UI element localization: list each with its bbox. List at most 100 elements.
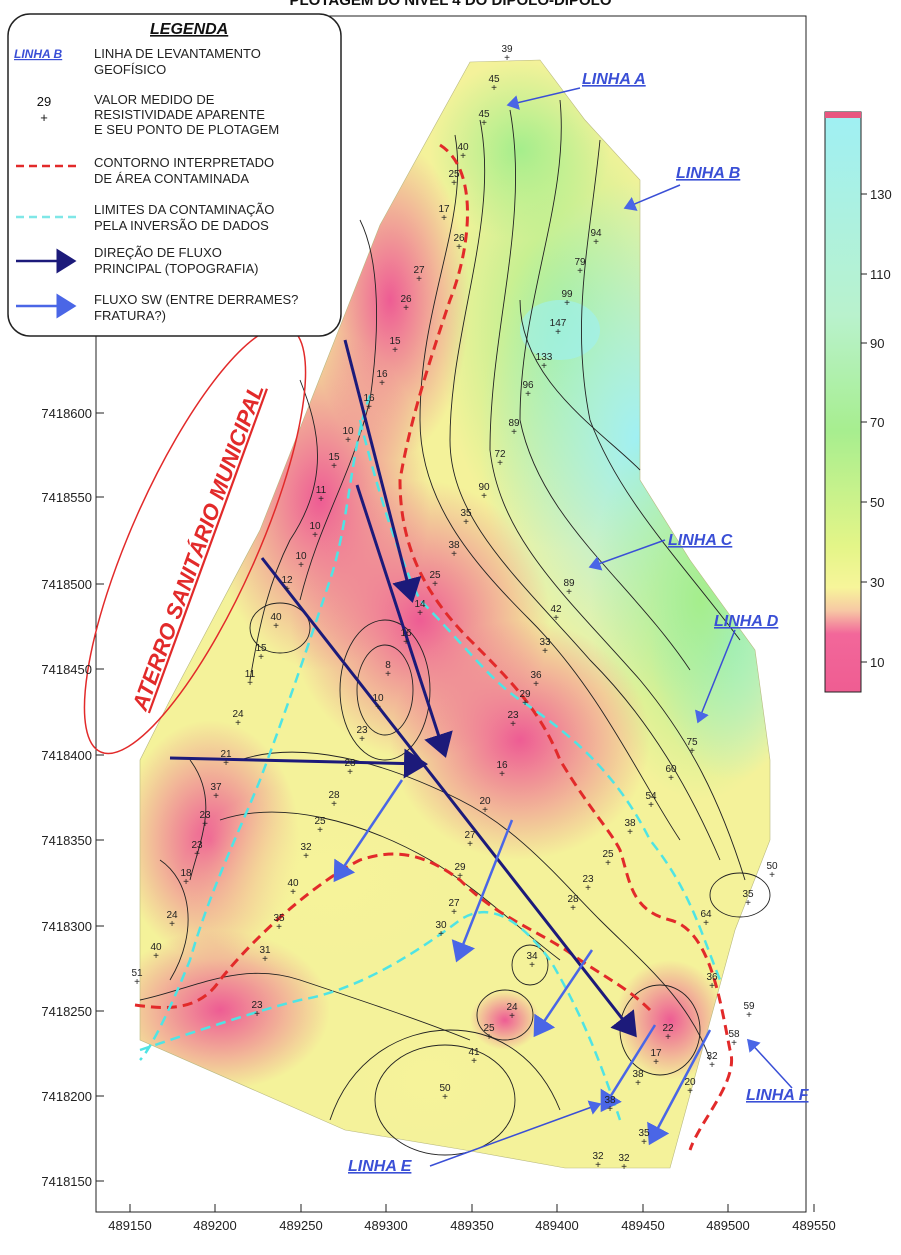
- measured-value: 28: [344, 758, 356, 769]
- plot-point-marker: +: [416, 274, 422, 285]
- plot-point-marker: +: [499, 769, 505, 780]
- plot-point-marker: +: [593, 237, 599, 248]
- plot-point-marker: +: [486, 1032, 492, 1043]
- measured-value: 34: [526, 951, 538, 962]
- x-tick-label: 489400: [535, 1218, 578, 1233]
- plot-point-marker: +: [432, 579, 438, 590]
- legend-text: RESISTIVIDADE APARENTE: [94, 107, 265, 122]
- plot-point-marker: +: [585, 883, 591, 894]
- measured-value: 23: [507, 710, 519, 721]
- measured-value: 79: [574, 257, 586, 268]
- measured-value: 30: [435, 920, 447, 931]
- measured-value: 39: [501, 44, 513, 55]
- y-tick-label: 7418400: [41, 748, 92, 763]
- plot-point-marker: +: [641, 1137, 647, 1148]
- measured-value: 42: [550, 604, 562, 615]
- plot-point-marker: +: [153, 951, 159, 962]
- colorbar-label: 130: [870, 187, 892, 202]
- plot-point-marker: +: [317, 825, 323, 836]
- measured-value: 38: [624, 818, 636, 829]
- measured-value: 89: [508, 418, 520, 429]
- legend-point-icon: +: [40, 110, 48, 125]
- measured-value: 96: [522, 380, 534, 391]
- plot-point-marker: +: [665, 1032, 671, 1043]
- plot-point-marker: +: [621, 1162, 627, 1173]
- measured-value: 40: [457, 142, 469, 153]
- legend-text: FRATURA?): [94, 308, 166, 323]
- measured-value: 17: [438, 204, 450, 215]
- plot-point-marker: +: [457, 871, 463, 882]
- measured-value: 36: [706, 972, 718, 983]
- plot-point-marker: +: [769, 870, 775, 881]
- plot-point-marker: +: [687, 1086, 693, 1097]
- legend-text: DIREÇÃO DE FLUXO: [94, 245, 222, 260]
- plot-point-marker: +: [366, 402, 372, 413]
- plot-point-marker: +: [375, 702, 381, 713]
- legend-box: [7, 13, 342, 337]
- measured-value: 35: [273, 913, 285, 924]
- sw-flow-arrows: [333, 779, 712, 1146]
- line-a-label: LINHA A: [582, 71, 646, 88]
- plot-point-marker: +: [533, 679, 539, 690]
- plot-point-marker: +: [247, 678, 253, 689]
- plot-point-marker: +: [403, 303, 409, 314]
- legend-text: FLUXO SW (ENTRE DERRAMES?: [94, 292, 298, 307]
- x-axis-labels: 489150 489200 489250 489300 489350 48940…: [108, 1218, 835, 1233]
- measured-value: 25: [448, 169, 460, 180]
- y-tick-label: 7418200: [41, 1089, 92, 1104]
- line-e-label: LINHA E: [348, 1158, 413, 1175]
- x-tick-label: 489500: [706, 1218, 749, 1233]
- measured-value: 23: [251, 1000, 263, 1011]
- measured-value: 20: [684, 1077, 696, 1088]
- contour-lines: [139, 99, 771, 1156]
- measured-value: 28: [567, 894, 579, 905]
- measured-value: 50: [766, 861, 778, 872]
- measured-value: 11: [245, 669, 256, 680]
- plot-point-marker: +: [731, 1038, 737, 1049]
- plot-point-marker: +: [595, 1160, 601, 1171]
- colorbar-label: 30: [870, 575, 884, 590]
- plot-point-marker: +: [213, 791, 219, 802]
- measured-value: 45: [488, 74, 500, 85]
- measured-value: 10: [372, 693, 384, 704]
- measured-value: 75: [686, 737, 698, 748]
- plot-point-marker: +: [331, 461, 337, 472]
- plot-point-marker: +: [511, 427, 517, 438]
- measured-value: 8: [385, 660, 391, 671]
- y-tick-label: 7418450: [41, 662, 92, 677]
- measured-value: 16: [496, 760, 508, 771]
- plot-point-marker: +: [379, 378, 385, 389]
- plot-point-marker: +: [202, 819, 208, 830]
- measured-value: 36: [530, 670, 542, 681]
- measured-value: 35: [638, 1128, 650, 1139]
- plot-point-marker: +: [529, 960, 535, 971]
- measured-value: 33: [539, 637, 551, 648]
- plot-point-marker: +: [504, 53, 510, 64]
- colorbar-label: 110: [870, 267, 891, 282]
- legend-text: PRINCIPAL (TOPOGRAFIA): [94, 261, 258, 276]
- line-d-label: LINHA D: [714, 613, 779, 630]
- plot-point-marker: +: [689, 746, 695, 757]
- measured-value: 23: [356, 725, 368, 736]
- legend-text: CONTORNO INTERPRETADO: [94, 155, 274, 170]
- measured-value: 38: [448, 540, 460, 551]
- measured-value: 60: [665, 764, 677, 775]
- plot-point-marker: +: [542, 646, 548, 657]
- measured-value: 35: [742, 889, 754, 900]
- measured-value: 16: [376, 369, 388, 380]
- y-tick-label: 7418600: [41, 406, 92, 421]
- plot-point-marker: +: [541, 361, 547, 372]
- plot-point-marker: +: [491, 83, 497, 94]
- measured-value: 25: [314, 816, 326, 827]
- plot-point-marker: +: [134, 977, 140, 988]
- measured-value: 31: [259, 945, 271, 956]
- measured-value: 28: [328, 790, 340, 801]
- measured-value: 22: [662, 1023, 674, 1034]
- colorbar-labels: 130 110 90 70 50 30 10: [870, 187, 892, 670]
- x-tick-label: 489300: [364, 1218, 407, 1233]
- measured-value: 41: [468, 1047, 480, 1058]
- y-tick-label: 7418250: [41, 1004, 92, 1019]
- plot-point-marker: +: [668, 773, 674, 784]
- legend-text: GEOFÍSICO: [94, 62, 166, 77]
- measured-value: 10: [295, 551, 307, 562]
